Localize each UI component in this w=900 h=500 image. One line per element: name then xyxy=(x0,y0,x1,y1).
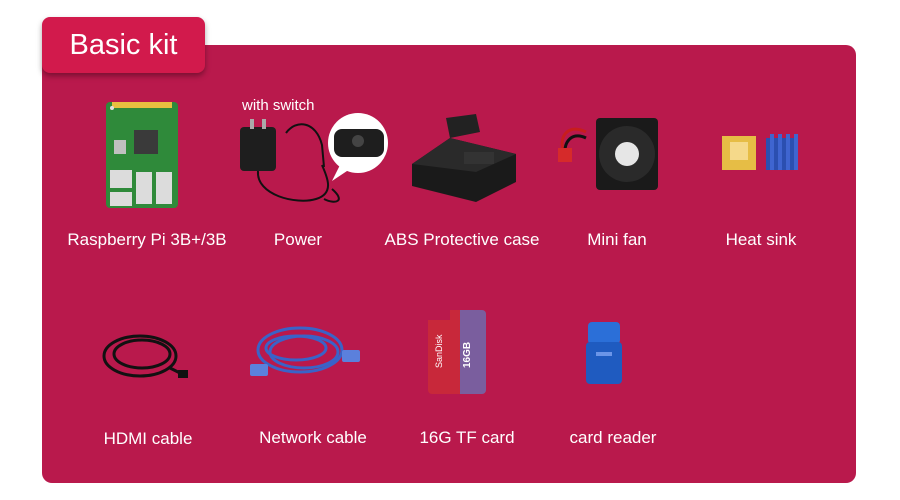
mini-fan-label: Mini fan xyxy=(587,230,647,249)
tf-card-top-notch xyxy=(428,310,450,320)
tf-card-capacity-text: 16GB xyxy=(462,341,473,368)
tf-card-image: SanDisk 16GB xyxy=(428,310,486,394)
hdmi-cable-label: HDMI cable xyxy=(103,429,193,448)
protective-case-image xyxy=(412,114,516,202)
heat-sink-label: Heat sink xyxy=(725,230,797,249)
with-switch-note: with switch xyxy=(242,97,315,114)
power-label: Power xyxy=(273,230,323,249)
heat-sink-image xyxy=(722,134,798,170)
mini-fan-image xyxy=(558,118,658,190)
card-reader-label: card reader xyxy=(569,428,657,447)
raspberry-pi-board-image xyxy=(106,102,178,208)
raspberry-pi-label: Raspberry Pi 3B+/3B xyxy=(67,230,227,249)
hdmi-cable-image xyxy=(102,334,188,378)
section-title: Basic kit xyxy=(42,17,205,73)
power-adapter-image xyxy=(240,113,388,203)
protective-case-label: ABS Protective case xyxy=(384,230,540,249)
network-cable-label: Network cable xyxy=(259,428,367,447)
tf-card-label: 16G TF card xyxy=(419,428,515,447)
network-cable-image xyxy=(250,326,360,376)
card-reader-image xyxy=(586,322,622,384)
tf-card-brand-text: SanDisk xyxy=(434,334,444,368)
tf-card-purple-band xyxy=(460,310,486,394)
